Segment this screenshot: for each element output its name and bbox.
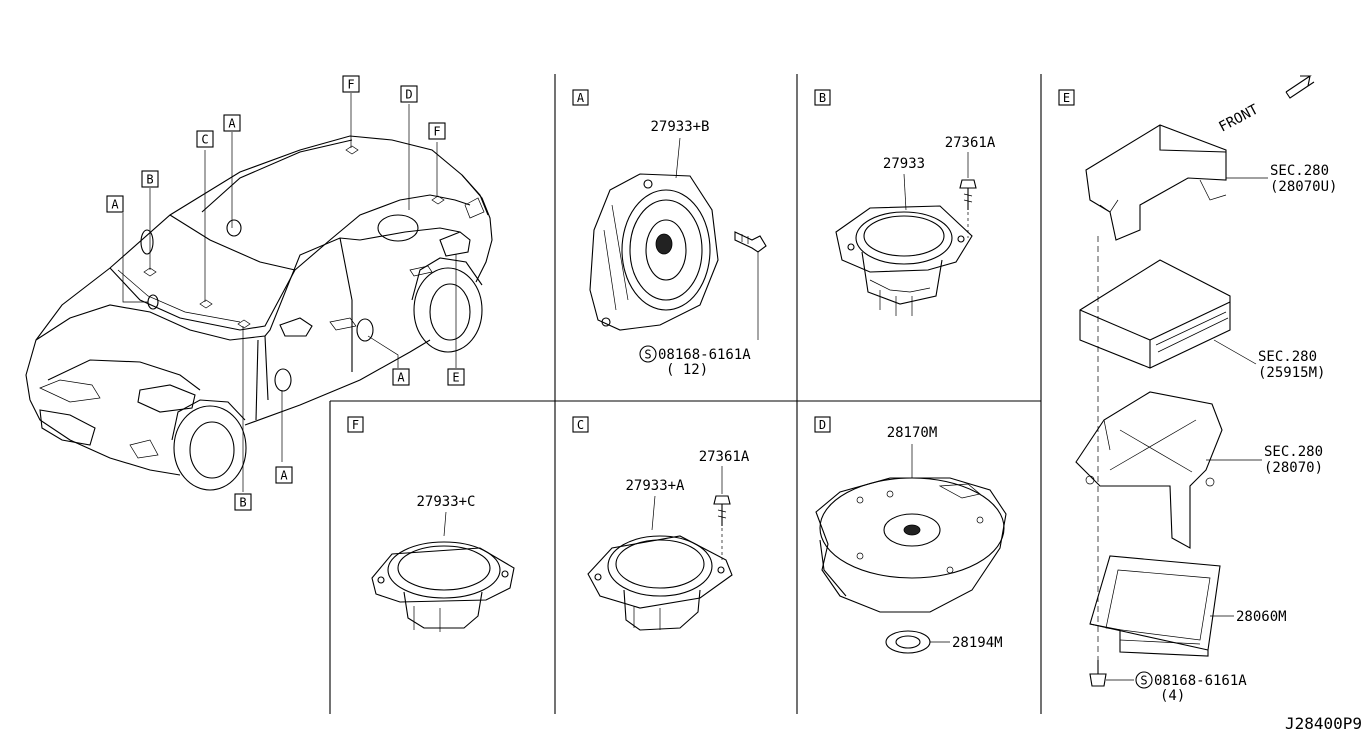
amplifier-unit[interactable] <box>1089 555 1221 657</box>
callout-b-bottom[interactable]: B <box>234 493 252 511</box>
bolt-a[interactable] <box>734 231 767 253</box>
part-number-27361a-c[interactable]: 27361A <box>699 449 750 465</box>
svg-text:F: F <box>352 418 359 432</box>
bolt-spec-e[interactable]: S 08168-6161A (4) <box>1135 671 1247 704</box>
panel-f-label: F <box>347 416 364 433</box>
svg-text:08168-6161A: 08168-6161A <box>658 347 751 363</box>
screw-c[interactable] <box>713 495 731 526</box>
tweeter-speaker-f[interactable] <box>371 541 515 632</box>
diagram-id: J28400P9 <box>1285 714 1362 733</box>
svg-text:S: S <box>1140 674 1147 688</box>
svg-text:B: B <box>819 91 826 105</box>
subwoofer-d[interactable] <box>815 477 1007 613</box>
svg-text:F: F <box>347 78 354 92</box>
part-number-27361a-b[interactable]: 27361A <box>945 135 996 151</box>
panel-c-label: C <box>572 416 589 433</box>
callout-a-top[interactable]: A <box>223 114 241 132</box>
svg-text:B: B <box>239 496 246 510</box>
callout-a-door[interactable]: A <box>392 368 410 386</box>
svg-text:B: B <box>146 173 153 187</box>
part-number-27933b[interactable]: 27933+B <box>650 119 709 135</box>
lower-bracket[interactable] <box>1075 391 1223 549</box>
svg-text:E: E <box>452 371 459 385</box>
tweeter-speaker-b[interactable] <box>835 205 973 316</box>
part-number-28194m[interactable]: 28194M <box>952 635 1003 651</box>
panel-d: D 28170M 28194M <box>814 416 1007 654</box>
panel-e: E FRONT SEC.280 (28070U) SEC.280 (25915M… <box>1058 75 1337 704</box>
panel-dividers <box>329 74 1042 714</box>
svg-text:S: S <box>644 348 651 362</box>
svg-text:08168-6161A: 08168-6161A <box>1154 673 1247 689</box>
svg-text:C: C <box>201 133 208 147</box>
callout-e-rear[interactable]: E <box>447 368 465 386</box>
panel-f: F 27933+C <box>347 416 515 632</box>
bolt-e[interactable] <box>1089 660 1107 687</box>
callout-a-bottom[interactable]: A <box>275 466 293 484</box>
part-number-28060m[interactable]: 28060M <box>1236 609 1287 625</box>
part-25915m[interactable]: (25915M) <box>1258 365 1325 381</box>
panel-c: C 27933+A 27361A <box>572 416 750 631</box>
front-label: FRONT <box>1216 101 1261 135</box>
svg-text:D: D <box>819 418 826 432</box>
part-28070u[interactable]: (28070U) <box>1270 179 1337 195</box>
front-arrow: FRONT <box>1216 75 1315 136</box>
svg-text:( 12): ( 12) <box>666 362 708 378</box>
part-number-27933a[interactable]: 27933+A <box>625 478 685 494</box>
svg-text:E: E <box>1063 91 1070 105</box>
sec-280-b[interactable]: SEC.280 <box>1258 349 1317 365</box>
tweeter-speaker-c[interactable] <box>587 535 733 631</box>
callout-c-mid[interactable]: C <box>196 130 214 148</box>
bolt-spec-a[interactable]: S 08168-6161A ( 12) <box>639 345 751 378</box>
sec-280-a[interactable]: SEC.280 <box>1270 163 1329 179</box>
vehicle-illustration: A B C A F D F A <box>25 75 493 511</box>
callout-d-top[interactable]: D <box>400 85 418 103</box>
upper-bracket[interactable] <box>1085 124 1227 241</box>
panel-a-label: A <box>572 89 589 106</box>
damper-pad-d[interactable] <box>885 630 931 654</box>
panel-b-label: B <box>814 89 831 106</box>
media-unit[interactable] <box>1079 259 1231 369</box>
callout-a-left[interactable]: A <box>106 195 124 213</box>
sec-280-c[interactable]: SEC.280 <box>1264 444 1323 460</box>
panel-b: B 27933 27361A <box>814 89 996 316</box>
svg-text:D: D <box>405 88 412 102</box>
panel-d-label: D <box>814 416 831 433</box>
panel-e-label: E <box>1058 89 1075 106</box>
svg-text:(4): (4) <box>1160 688 1185 704</box>
panel-a: A 27933+B S 08168-6161A ( 12) <box>572 89 767 378</box>
part-number-27933c[interactable]: 27933+C <box>416 494 475 510</box>
svg-text:C: C <box>577 418 584 432</box>
callout-f-right[interactable]: F <box>428 122 446 140</box>
part-28070[interactable]: (28070) <box>1264 460 1323 476</box>
callout-b-left[interactable]: B <box>141 170 159 188</box>
svg-text:A: A <box>111 198 119 212</box>
svg-text:A: A <box>280 469 288 483</box>
svg-text:A: A <box>577 91 585 105</box>
svg-text:A: A <box>228 117 236 131</box>
callout-f-top[interactable]: F <box>342 75 360 93</box>
svg-text:A: A <box>397 371 405 385</box>
part-number-27933[interactable]: 27933 <box>883 156 925 172</box>
svg-text:F: F <box>433 125 440 139</box>
screw-b[interactable] <box>959 179 977 210</box>
part-number-28170m[interactable]: 28170M <box>887 425 938 441</box>
door-speaker-a[interactable] <box>589 173 719 331</box>
